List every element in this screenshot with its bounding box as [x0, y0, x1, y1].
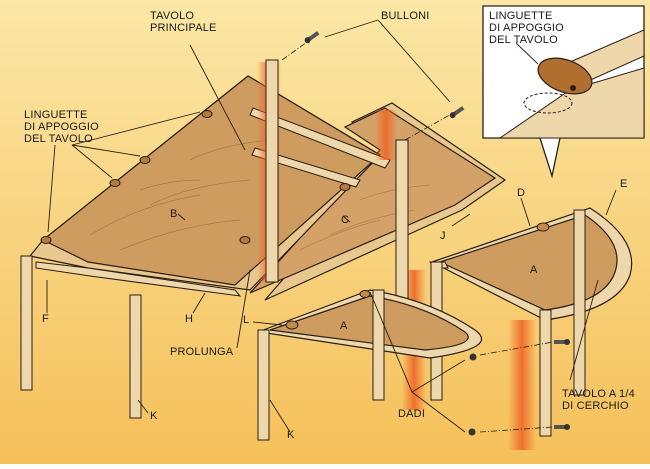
label-prolunga: PROLUNGA	[170, 346, 234, 358]
support-tabs	[40, 110, 351, 244]
glow-leg-c	[375, 110, 397, 160]
label-tavolo-principale: TAVOLO PRINCIPALE	[150, 10, 217, 34]
bolts	[304, 31, 570, 436]
label-dadi: DADI	[398, 408, 426, 420]
part-letter-l: L	[243, 314, 250, 326]
part-letter-c: C	[341, 214, 349, 226]
part-letter-k-right: K	[287, 429, 295, 441]
inset-callout	[482, 5, 645, 179]
nut-icon	[468, 428, 476, 436]
part-letter-h: H	[185, 313, 193, 325]
part-letter-e: E	[620, 178, 628, 190]
part-letter-f: F	[42, 313, 49, 325]
table-top-c	[249, 102, 507, 301]
quarter-table-left	[257, 289, 483, 441]
part-letter-a-right: A	[530, 264, 538, 276]
part-letter-j: J	[440, 230, 446, 242]
quarter-table-right	[428, 207, 633, 437]
part-letter-a-left: A	[340, 320, 348, 332]
bolt-guide-lines	[281, 39, 554, 433]
glow-quarter-b	[508, 320, 536, 450]
label-linguette-inset: LINGUETTE DI APPOGGIO DEL TAVOLO	[489, 10, 564, 46]
leader-lines	[46, 19, 617, 433]
label-tavolo-quarto: TAVOLO A 1/4 DI CERCHIO	[562, 388, 635, 412]
legs-main	[20, 59, 409, 419]
nut-icon	[469, 353, 477, 361]
part-letter-k-left: K	[150, 410, 158, 422]
part-letter-b: B	[170, 208, 178, 220]
part-letter-d: D	[517, 187, 525, 199]
label-linguette-left: LINGUETTE DI APPOGGIO DEL TAVOLO	[24, 109, 99, 145]
label-bulloni: BULLONI	[381, 10, 430, 22]
